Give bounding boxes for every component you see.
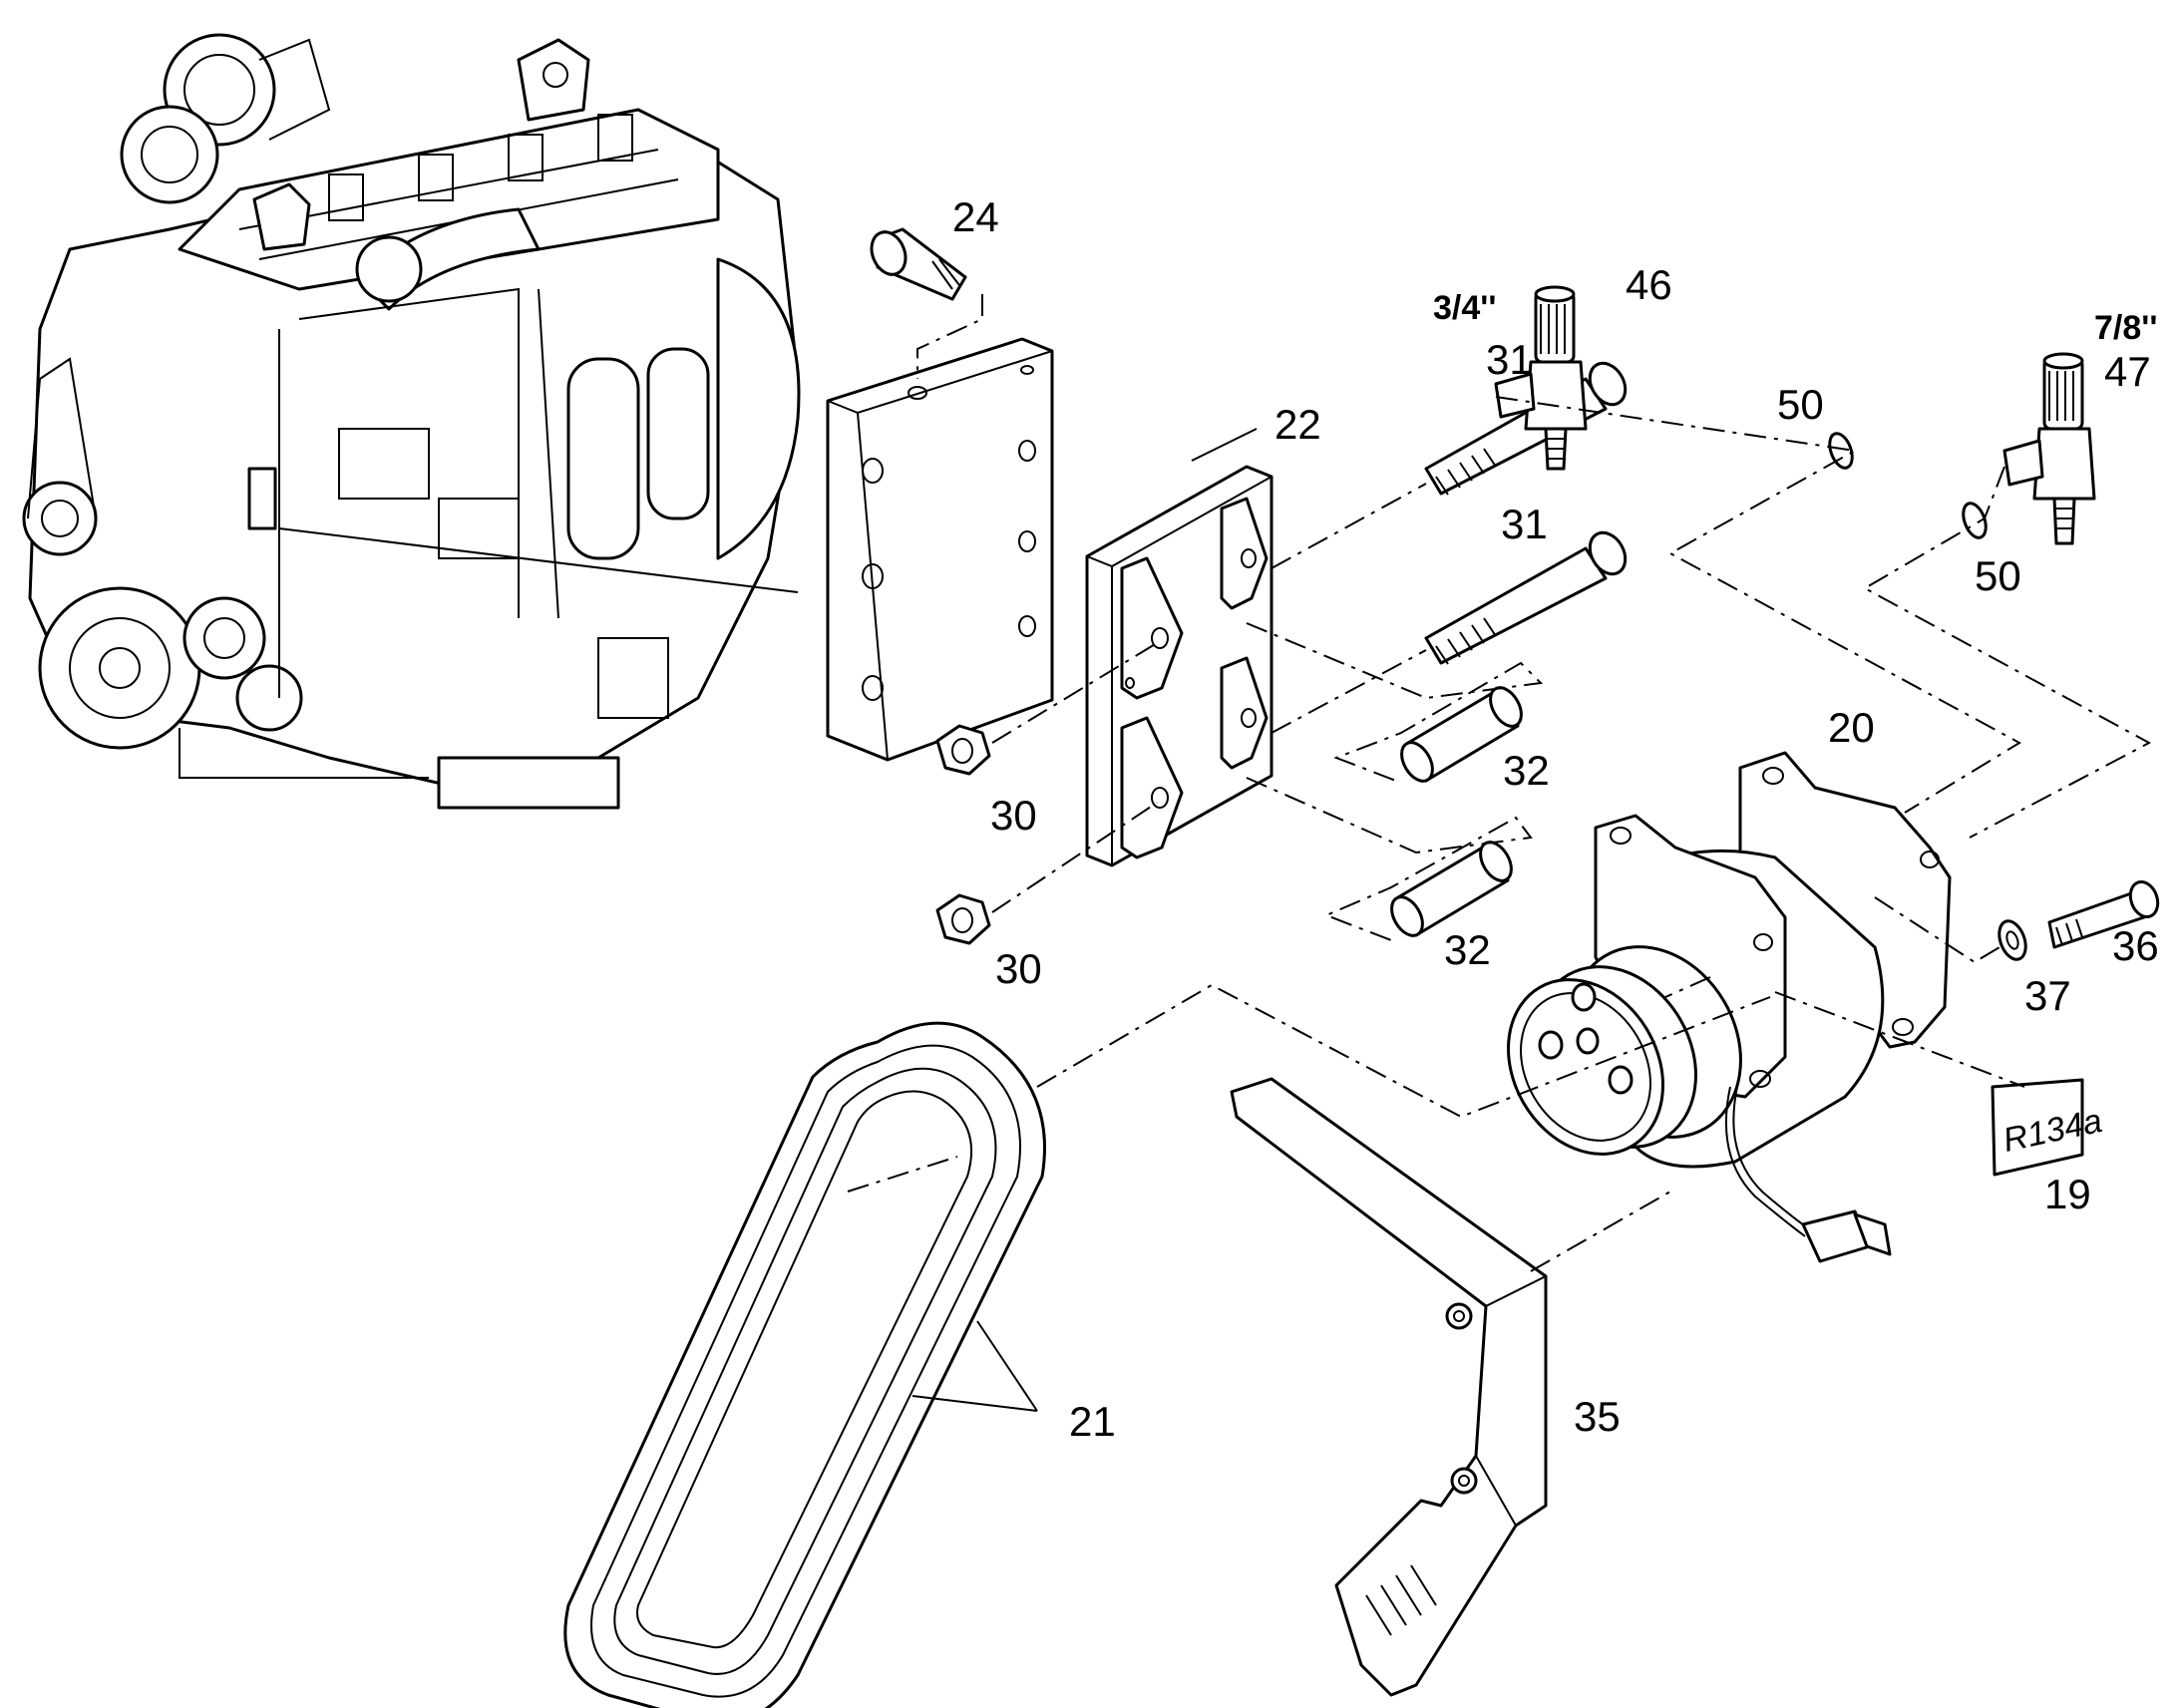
drive-belt-21: [563, 1021, 1046, 1708]
bolt-31-lower: [1424, 530, 1628, 665]
spacer-32-lower-axis: [1246, 777, 1533, 941]
bracket-22: [1085, 465, 1273, 867]
valve-47-size-label: 7/8'': [2094, 309, 2157, 347]
callout-37: 37: [2024, 972, 2071, 1019]
callout-30-lower: 30: [995, 945, 1042, 992]
label-19-axis: [1774, 991, 2025, 1088]
callout-31-upper: 31: [1486, 336, 1533, 383]
bolt-24: [870, 227, 967, 301]
callout-46: 46: [1626, 261, 1672, 308]
compressor-axis: [1664, 976, 1711, 998]
ac-compressor-20: [1507, 751, 1952, 1263]
callout-36: 36: [2112, 922, 2159, 969]
callout-32-upper: 32: [1503, 747, 1550, 794]
bolt-31-lower-axis: [1271, 649, 1427, 734]
callout-31-lower: 31: [1501, 501, 1548, 547]
callout-21: 21: [1069, 1398, 1116, 1445]
spacer-32-upper-axis: [1246, 622, 1544, 784]
o-ring-50-lower: [1962, 502, 1988, 539]
bracket-35: [1230, 1077, 1548, 1697]
nut-30-lower-axis: [991, 802, 1158, 913]
bolt-36: [2047, 880, 2160, 949]
bracket-35-axis: [1036, 983, 1771, 1272]
spacer-32-upper: [1400, 686, 1523, 783]
spacer-32-lower: [1390, 841, 1513, 937]
bolt-31-upper-axis: [1271, 483, 1427, 569]
callout-22: 22: [1274, 401, 1321, 448]
washer-37: [1998, 919, 2027, 961]
callout-50-upper: 50: [1777, 381, 1824, 428]
nut-30-upper: [935, 724, 991, 776]
bolt-36-axis: [1874, 896, 2000, 964]
callout-19: 19: [2044, 1171, 2091, 1217]
nut-30-lower: [935, 893, 991, 945]
valve-47-axis: [1862, 466, 2152, 839]
belt-21-leaders: [911, 1320, 1038, 1412]
callout-30-upper: 30: [990, 792, 1037, 839]
mounting-block: [826, 337, 1054, 762]
valve-46-axis: [1495, 396, 2022, 814]
valve-46-size-label: 3/4'': [1433, 289, 1496, 327]
bracket-22-leader: [1191, 428, 1258, 462]
callout-50-lower: 50: [1975, 552, 2021, 599]
nut-30-upper-axis: [991, 642, 1158, 744]
callout-32-lower: 32: [1444, 926, 1491, 973]
o-ring-50-upper: [1828, 432, 1854, 470]
engine-overview: [22, 33, 801, 810]
refrigerant-label-19: R134a: [1991, 1078, 2105, 1177]
callout-35: 35: [1574, 1393, 1621, 1440]
callout-24: 24: [952, 193, 999, 240]
bolt-24-axis: [916, 294, 983, 379]
callout-47: 47: [2104, 348, 2151, 395]
service-valve-47: [2002, 352, 2096, 545]
belt-axis: [847, 1156, 958, 1193]
callout-20: 20: [1828, 704, 1875, 751]
engine-leader-line: [278, 527, 799, 593]
service-valve-46: [1494, 285, 1588, 471]
